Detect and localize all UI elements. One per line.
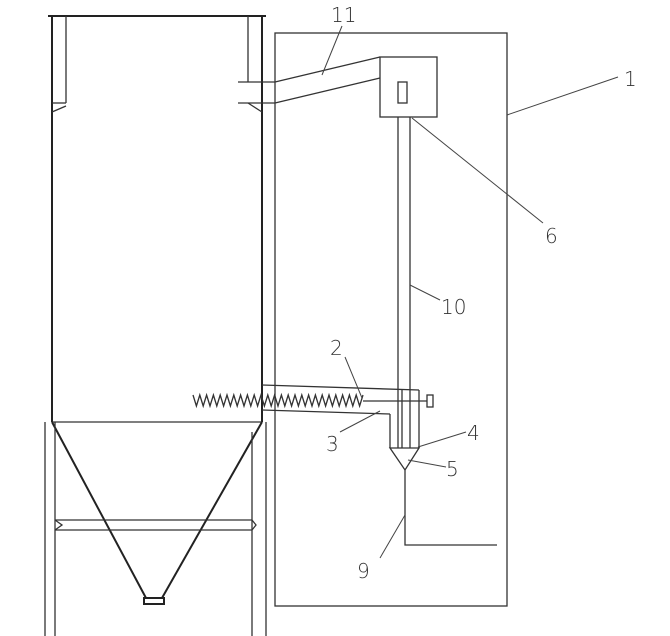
- label-1: 1: [624, 67, 637, 91]
- label-9: 9: [357, 559, 370, 583]
- silo-tank: [48, 15, 266, 605]
- label-2: 2: [330, 336, 343, 360]
- label-10: 10: [441, 295, 466, 319]
- inlet-pipe: [238, 56, 381, 104]
- discharge-line: [404, 470, 497, 546]
- top-unit: [379, 56, 438, 118]
- screw-conveyor: [192, 384, 434, 448]
- funnel: [388, 447, 421, 472]
- label-3: 3: [326, 432, 339, 456]
- silo-legs: [44, 422, 267, 636]
- riser-pipe: [397, 117, 411, 448]
- label-5: 5: [446, 457, 459, 481]
- label-6: 6: [545, 224, 558, 248]
- enclosure-box: [274, 32, 508, 607]
- label-4: 4: [467, 421, 480, 445]
- screw-spring: [192, 392, 364, 409]
- label-11: 11: [331, 3, 356, 27]
